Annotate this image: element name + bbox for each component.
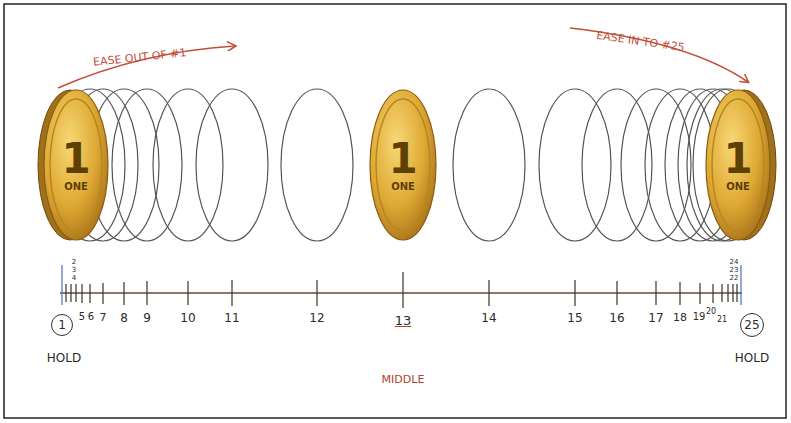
frame-number: 1: [58, 319, 66, 331]
frame-ticks: [62, 265, 741, 308]
frame-number: 7: [100, 312, 107, 323]
middle-note: MIDDLE: [382, 374, 425, 385]
coin-left: [38, 90, 108, 240]
frame-number: 25: [744, 319, 759, 331]
frame-number: 18: [673, 312, 687, 323]
coin-face: 1ONE: [709, 95, 767, 235]
frame-number: 22: [730, 275, 739, 282]
hold-note: HOLD: [735, 352, 769, 364]
frame-number: 16: [609, 312, 624, 324]
coin-middle: [370, 90, 436, 240]
frame-border: [4, 4, 786, 418]
frame-number: 9: [143, 312, 151, 324]
coin-numeral: 1: [388, 138, 417, 180]
frame-number: 4: [72, 275, 76, 282]
ease-in-arrow: [570, 28, 748, 82]
frame-number: 24: [730, 259, 739, 266]
circled-frame-number: 1: [51, 314, 73, 336]
frame-number: 23: [730, 267, 739, 274]
hold-note: HOLD: [47, 352, 81, 364]
frame-number: 12: [309, 312, 324, 324]
frame-number: 21: [717, 316, 727, 324]
coin-word: ONE: [726, 182, 750, 192]
frame-number: 5: [79, 312, 85, 322]
frame-number: 8: [120, 312, 128, 324]
coin-face: 1ONE: [47, 95, 105, 235]
timeline: [60, 292, 742, 293]
frame-number: 6: [88, 312, 94, 322]
ghost-frames: [55, 89, 763, 241]
frame-number: 14: [481, 312, 496, 324]
frame-number: 15: [567, 312, 582, 324]
frame-number: 13: [395, 314, 412, 327]
coin-face: 1ONE: [373, 95, 433, 235]
frame-number: 19: [693, 312, 706, 322]
frame-number: 17: [648, 312, 663, 324]
coin-word: ONE: [64, 182, 88, 192]
frame-number: 3: [72, 267, 76, 274]
circled-frame-number: 25: [740, 313, 764, 337]
coin-numeral: 1: [61, 138, 90, 180]
frame-number: 20: [706, 308, 716, 316]
ease-out-arrow: [58, 46, 235, 88]
frame-number: 2: [72, 259, 76, 266]
frame-number: 11: [224, 312, 239, 324]
coin-right: [706, 90, 776, 240]
coin-word: ONE: [391, 182, 415, 192]
frame-number: 10: [180, 312, 195, 324]
coin-numeral: 1: [723, 138, 752, 180]
